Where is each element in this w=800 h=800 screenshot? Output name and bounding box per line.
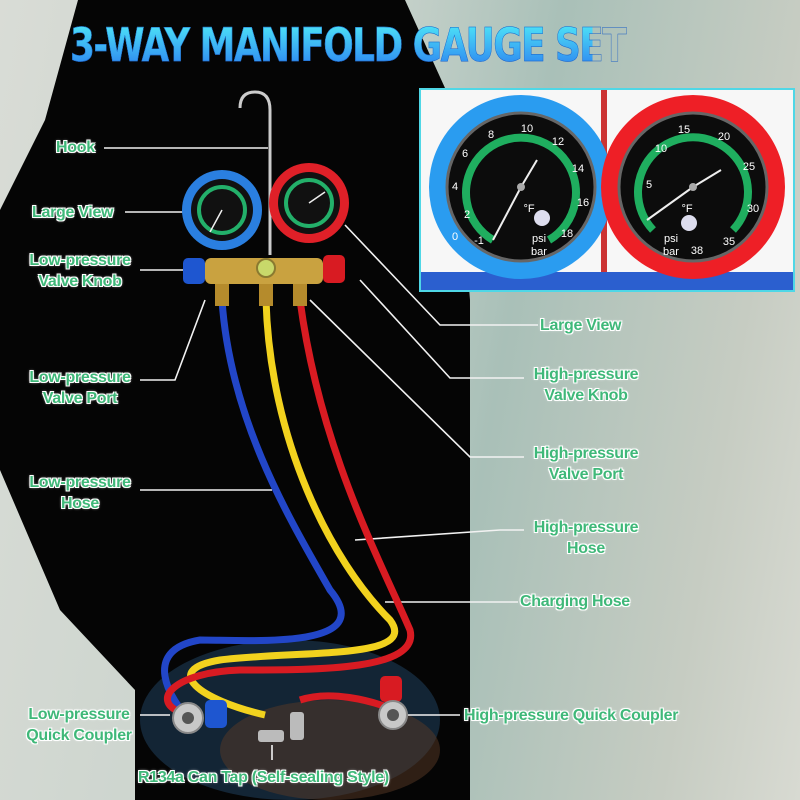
high-tick: 35 bbox=[723, 236, 735, 248]
high-pressure-quick-coupler bbox=[378, 676, 408, 730]
label-line: High-pressure bbox=[533, 519, 639, 536]
label-high-pressure-quick-coupler: High-pressure Quick Coupler bbox=[464, 707, 679, 724]
low-tick: 12 bbox=[552, 136, 564, 148]
low-pressure-quick-coupler bbox=[172, 700, 227, 734]
low-tick: 6 bbox=[462, 148, 468, 160]
leader-lines bbox=[104, 147, 538, 760]
low-pressure-gauge bbox=[182, 170, 262, 250]
low-tick: 0 bbox=[452, 231, 458, 243]
high-temp-unit: °F bbox=[681, 203, 692, 215]
label-line: Low-pressure bbox=[28, 706, 130, 723]
label-line: High-pressure bbox=[533, 366, 639, 383]
low-tick: 8 bbox=[488, 129, 494, 141]
high-unit-bar: bar bbox=[663, 246, 679, 258]
high-tick: 5 bbox=[646, 179, 652, 191]
label-line: Valve Port bbox=[548, 466, 624, 483]
label-line: Valve Port bbox=[42, 390, 118, 407]
can-tap bbox=[258, 712, 304, 742]
label-line: Low-pressure bbox=[29, 474, 131, 491]
low-tick: -1 bbox=[474, 235, 484, 247]
low-pressure-valve-knob bbox=[183, 258, 205, 284]
label-line: Quick Coupler bbox=[26, 727, 132, 744]
gauge-closeup-inset: 0 -1 2 4 6 8 10 12 14 16 18 °F psi bar 5… bbox=[419, 88, 795, 292]
low-pressure-hose bbox=[161, 299, 345, 723]
sight-glass bbox=[256, 258, 276, 278]
high-tick: 38 bbox=[691, 245, 703, 257]
page-title: 3-WAY MANIFOLD GAUGE SET bbox=[70, 18, 627, 73]
low-unit-psi: psi bbox=[532, 233, 546, 245]
high-tick: 10 bbox=[655, 143, 667, 155]
closeup-high-gauge bbox=[601, 95, 785, 279]
high-unit-psi: psi bbox=[664, 233, 678, 245]
label-line: High-pressure bbox=[533, 445, 639, 462]
label-line: Valve Knob bbox=[38, 273, 122, 290]
closeup-low-gauge bbox=[429, 95, 613, 279]
label-line: Valve Knob bbox=[544, 387, 628, 404]
high-pressure-valve-knob bbox=[323, 255, 345, 283]
low-tick: 14 bbox=[572, 163, 584, 175]
label-hook: Hook bbox=[56, 139, 95, 156]
label-large-view-right: Large View bbox=[540, 317, 622, 334]
black-backdrop bbox=[0, 0, 470, 800]
low-unit-bar: bar bbox=[531, 246, 547, 258]
low-tick: 4 bbox=[452, 181, 458, 193]
low-tick: 10 bbox=[521, 123, 533, 135]
low-tick: 16 bbox=[577, 197, 589, 209]
high-tick: 30 bbox=[747, 203, 759, 215]
low-tick: 2 bbox=[464, 209, 470, 221]
low-tick: 18 bbox=[561, 228, 573, 240]
label-charging-hose: Charging Hose bbox=[520, 593, 630, 610]
label-line: Hose bbox=[61, 495, 99, 512]
low-temp-unit: °F bbox=[523, 203, 534, 215]
label-line: Low-pressure bbox=[29, 369, 131, 386]
high-tick: 25 bbox=[743, 161, 755, 173]
hook bbox=[238, 90, 272, 255]
label-large-view-left: Large View bbox=[32, 204, 114, 221]
label-line: Hose bbox=[567, 540, 605, 557]
high-tick: 20 bbox=[718, 131, 730, 143]
label-r134a-can-tap: R134a Can Tap (Self-sealing Style) bbox=[138, 769, 389, 786]
high-pressure-gauge bbox=[269, 163, 349, 243]
label-line: Low-pressure bbox=[29, 252, 131, 269]
high-tick: 15 bbox=[678, 124, 690, 136]
